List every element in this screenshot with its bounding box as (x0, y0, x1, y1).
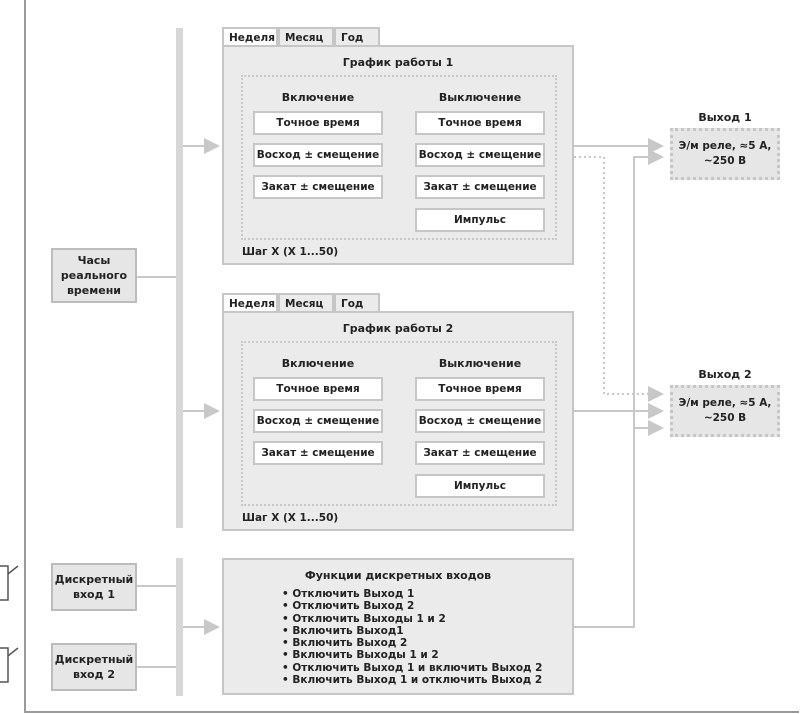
on-column-header: Включение (281, 357, 355, 370)
input-label-line: вход 1 (73, 588, 115, 601)
function-item: • Отключить Выход 2 (282, 600, 415, 613)
off-impulse-button[interactable]: Импульс (415, 474, 545, 498)
schedule-1-inner-area: Включение Выключение Точное время Восход… (241, 75, 557, 240)
signal-bus-upper (176, 28, 183, 528)
functions-list: • Отключить Выход 1 • Отключить Выход 2 … (282, 588, 543, 686)
schedule-2-step-label: Шаг X (X 1...50) (242, 512, 339, 524)
schedule-2-inner-area: Включение Выключение Точное время Восход… (241, 341, 557, 506)
function-item: • Отключить Выход 1 (282, 588, 415, 600)
tab-year[interactable]: Год (334, 293, 380, 313)
on-column-header: Включение (281, 91, 355, 104)
tab-week[interactable]: Неделя (222, 27, 278, 47)
output-relay-line: Э/м реле, ≈5 А, (678, 397, 772, 409)
output-relay-line: Э/м реле, ≈5 А, (678, 140, 772, 152)
schedule-2-panel: График работы 2 Включение Выключение Точ… (222, 311, 574, 531)
tab-year[interactable]: Год (334, 27, 380, 47)
input-label-line: вход 2 (73, 668, 115, 681)
clock-label-line: Часы (77, 254, 111, 267)
off-column-header: Выключение (438, 357, 522, 370)
tab-week[interactable]: Неделя (222, 293, 278, 313)
on-sunset-offset-button[interactable]: Закат ± смещение (253, 441, 383, 465)
output-2-relay-box: Э/м реле, ≈5 А, ~250 В (670, 385, 780, 437)
signal-bus-lower (176, 558, 183, 696)
output-1-relay-box: Э/м реле, ≈5 А, ~250 В (670, 128, 780, 180)
tab-month[interactable]: Месяц (278, 293, 334, 313)
real-time-clock-box: Часы реального времени (51, 248, 137, 303)
input-label-line: Дискретный (54, 653, 134, 666)
switch-icon (0, 565, 19, 601)
input-label-line: Дискретный (54, 573, 134, 586)
function-item: • Отключить Выход 1 и включить Выход 2 (282, 661, 543, 674)
clock-label-line: времени (66, 284, 122, 297)
functions-to-output1-arrow (633, 149, 664, 428)
tab-month[interactable]: Месяц (278, 27, 334, 47)
off-sunrise-offset-button[interactable]: Восход ± смещение (415, 143, 545, 167)
off-exact-time-button[interactable]: Точное время (415, 377, 545, 401)
on-exact-time-button[interactable]: Точное время (253, 111, 383, 135)
output-2-label: Выход 2 (698, 368, 752, 381)
discrete-input-functions-panel: Функции дискретных входов • Отключить Вы… (222, 558, 574, 695)
off-exact-time-button[interactable]: Точное время (415, 111, 545, 135)
function-item: • Отключить Выходы 1 и 2 (282, 612, 446, 625)
schedule-1-panel: График работы 1 Включение Выключение Точ… (222, 45, 574, 265)
schedule-1-step-label: Шаг X (X 1...50) (242, 246, 339, 258)
off-sunrise-offset-button[interactable]: Восход ± смещение (415, 409, 545, 433)
discrete-input-2-box: Дискретный вход 2 (51, 643, 137, 691)
on-sunrise-offset-button[interactable]: Восход ± смещение (253, 409, 383, 433)
switch-icon (0, 647, 19, 683)
clock-label-line: реального (60, 269, 128, 282)
output-relay-line: ~250 В (703, 412, 747, 424)
function-item: • Включить Выход 2 (282, 637, 408, 650)
output-1-label: Выход 1 (698, 111, 752, 124)
off-impulse-button[interactable]: Импульс (415, 208, 545, 232)
on-exact-time-button[interactable]: Точное время (253, 377, 383, 401)
function-item: • Включить Выходы 1 и 2 (282, 649, 439, 662)
schedule-1-title: График работы 1 (342, 56, 454, 69)
schedule1-to-output2-dotted-arrow (574, 156, 664, 402)
functions-title: Функции дискретных входов (304, 569, 492, 582)
functions-to-output2-arrow (574, 420, 664, 628)
off-column-header: Выключение (438, 91, 522, 104)
output-relay-line: ~250 В (703, 155, 747, 167)
diagram-frame (24, 0, 799, 713)
off-sunset-offset-button[interactable]: Закат ± смещение (415, 441, 545, 465)
function-item: • Включить Выход 1 и отключить Выход 2 (282, 674, 543, 687)
function-item: • Включить Выход1 (282, 624, 404, 637)
off-sunset-offset-button[interactable]: Закат ± смещение (415, 175, 545, 199)
schedule-1-tabs: Неделя Месяц Год (222, 27, 382, 47)
on-sunset-offset-button[interactable]: Закат ± смещение (253, 175, 383, 199)
on-sunrise-offset-button[interactable]: Восход ± смещение (253, 143, 383, 167)
schedule-2-tabs: Неделя Месяц Год (222, 293, 382, 313)
schedule-2-title: График работы 2 (342, 322, 454, 335)
discrete-input-1-box: Дискретный вход 1 (51, 563, 137, 611)
